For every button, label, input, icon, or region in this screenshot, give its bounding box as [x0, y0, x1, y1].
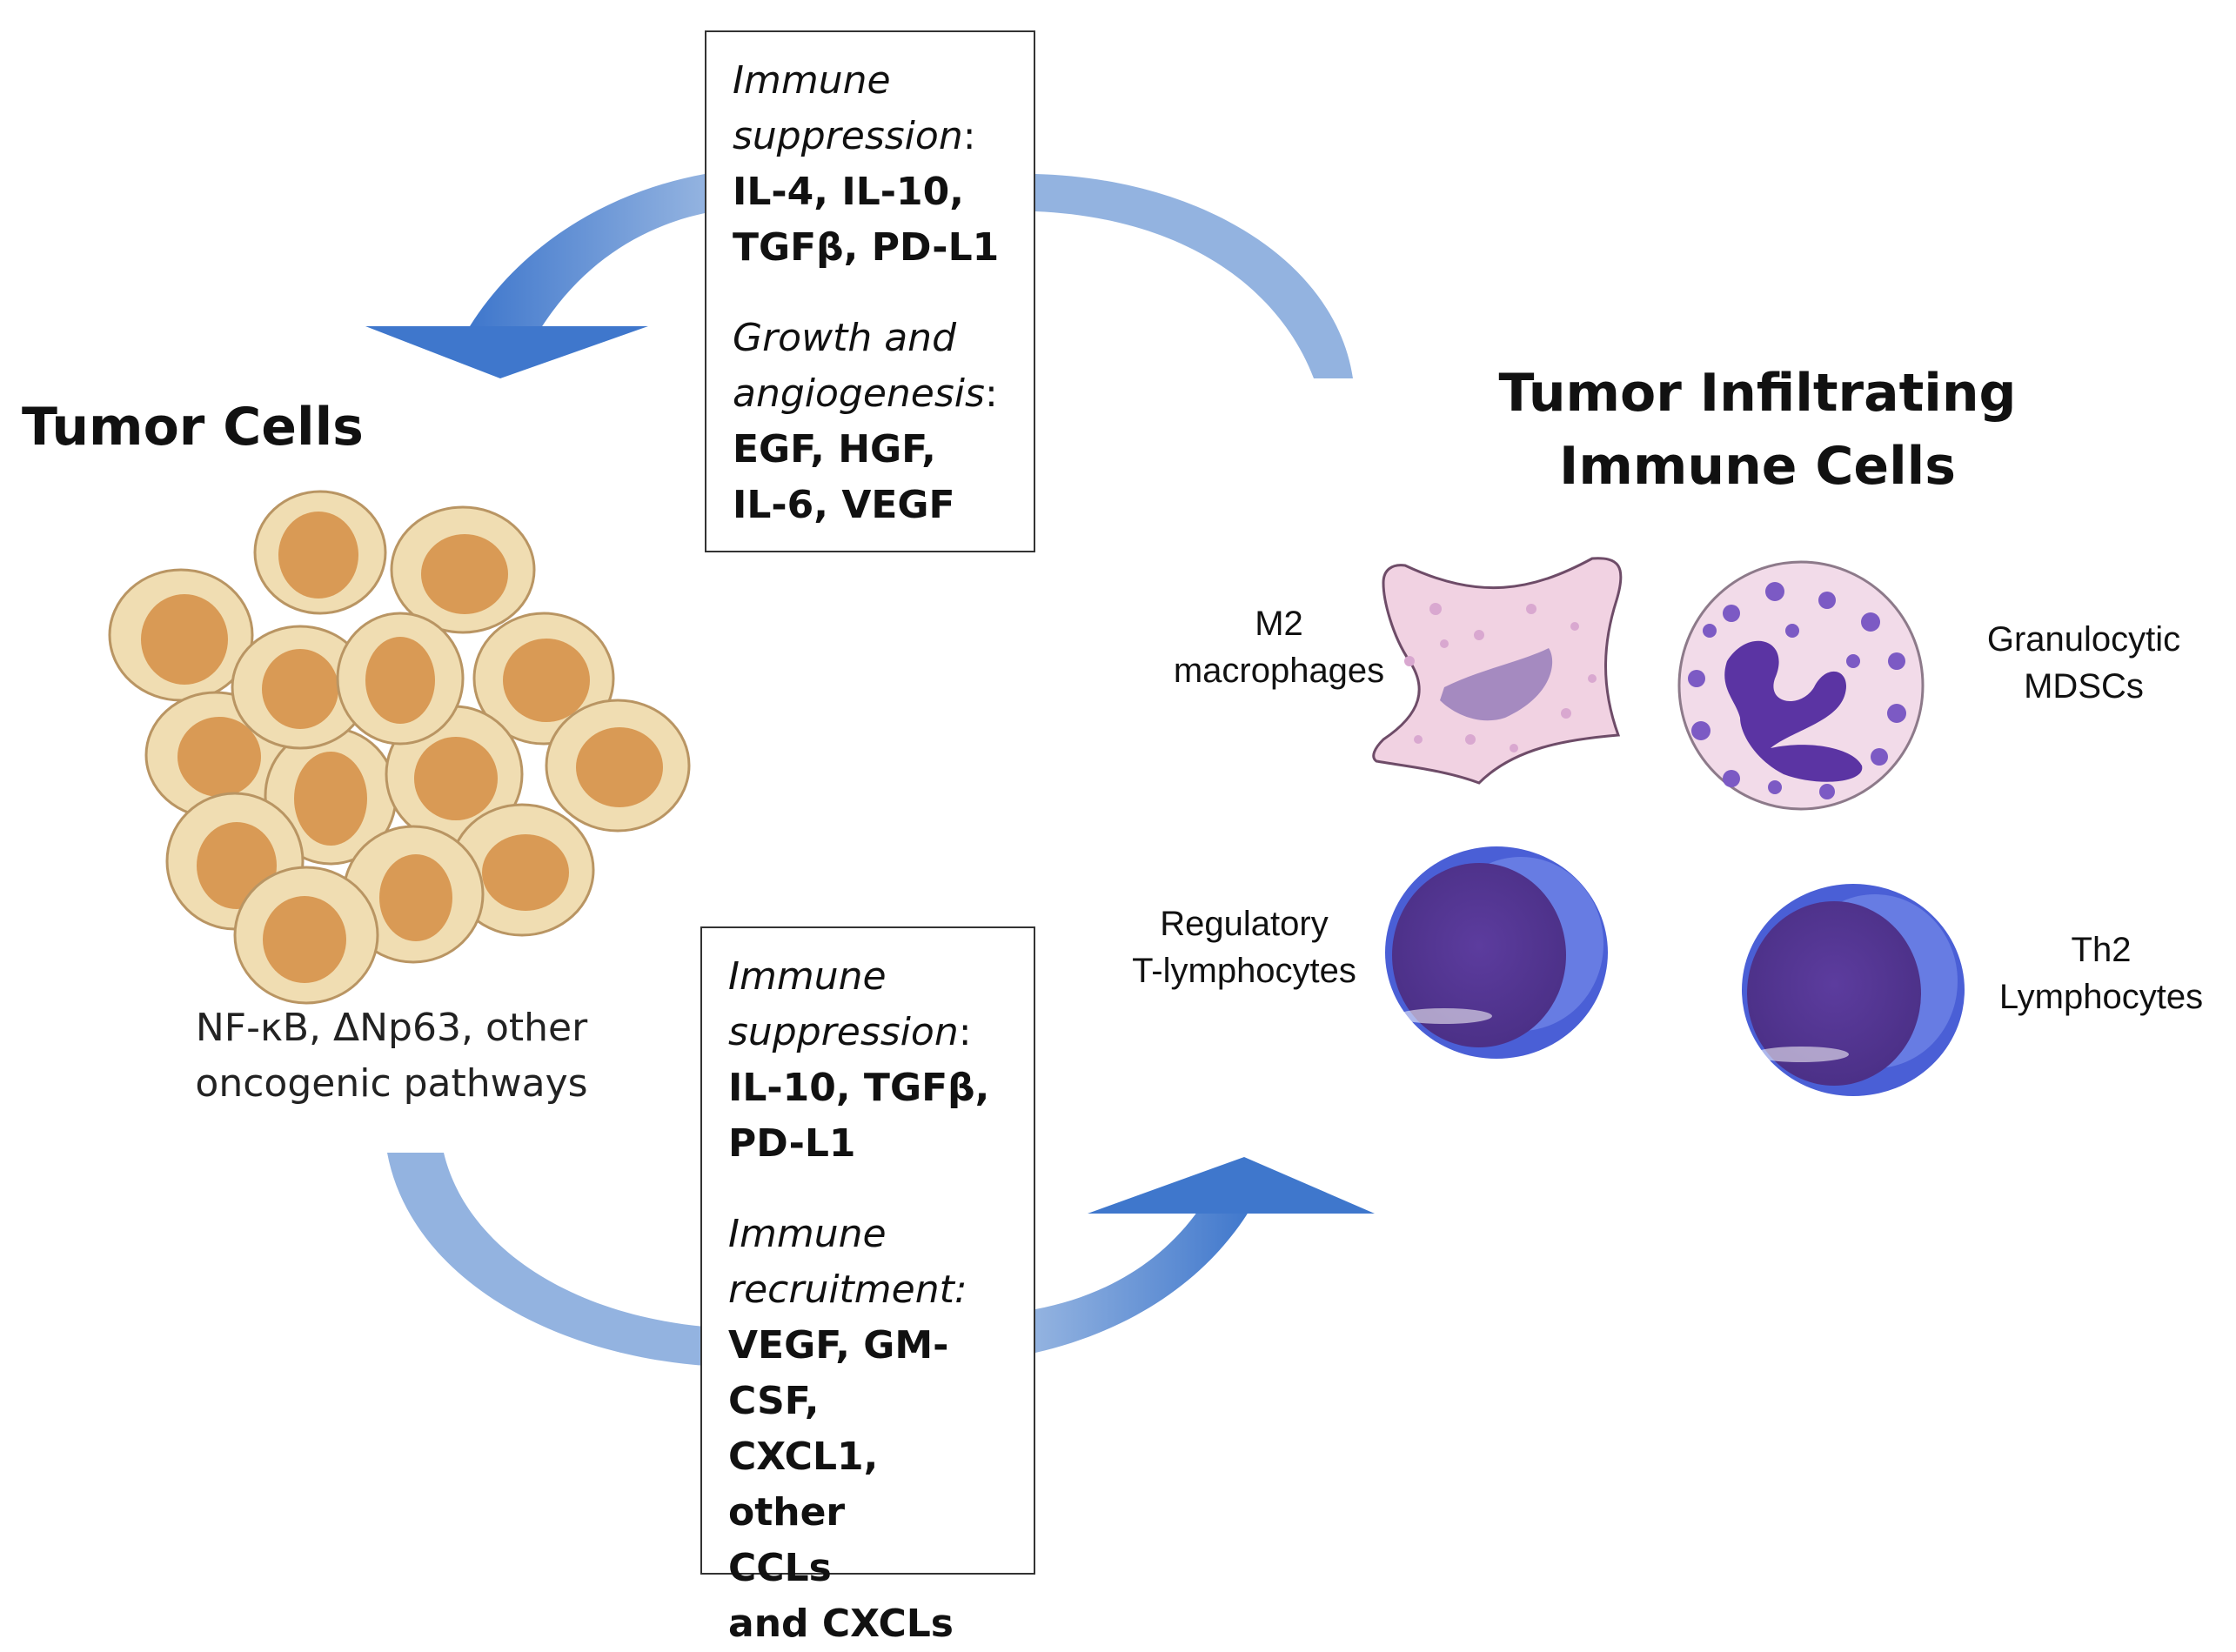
th2-lymphocyte-cell	[1742, 884, 1965, 1096]
regulatory-t-lymphocytes-label: Regulatory T-lymphocytes	[1132, 905, 1356, 990]
top-cycle-arrow	[365, 174, 1353, 378]
tumor-cell	[264, 726, 398, 866]
tumor-cells-title: Tumor Cells	[22, 397, 364, 458]
immune-cells-title-line: Tumor Infiltrating	[1498, 363, 2017, 424]
top-signal-box: Immune suppression: IL-4, IL-10, TGFβ, P…	[705, 30, 1035, 552]
caption-line: oncogenic pathways	[195, 1061, 588, 1106]
m2-macrophages-label: M2 macrophages	[1173, 605, 1385, 690]
tumor-cell-cluster	[108, 490, 691, 1005]
bottom-box-immune-suppression: Immune suppression: IL-10, TGFβ, PD-L1	[728, 949, 1008, 1172]
factor-list: TGFβ, PD-L1	[733, 225, 1000, 270]
tumor-cell	[336, 612, 465, 746]
top-box-immune-suppression: Immune suppression: IL-4, IL-10, TGFβ, P…	[733, 53, 1008, 276]
tumor-cell	[342, 825, 485, 964]
tumor-cell	[233, 866, 379, 1005]
factor-list: IL-4, IL-10,	[733, 170, 964, 214]
factor-list: CCLs	[728, 1546, 832, 1590]
section-title: suppression:	[733, 114, 976, 158]
factor-list: CXCL1, other	[728, 1435, 879, 1535]
granulocytic-mdscs-label: Granulocytic MDSCs	[1986, 620, 2181, 706]
tumor-cell	[108, 568, 254, 702]
oncogenic-pathways-caption: NF-κB, ΔNp63, other oncogenic pathways	[152, 1000, 631, 1112]
factor-list: and CXCLs	[728, 1602, 954, 1646]
section-title: Immune	[733, 58, 891, 103]
section-title: Immune	[728, 954, 887, 999]
bottom-signal-box: Immune suppression: IL-10, TGFβ, PD-L1 I…	[700, 926, 1035, 1646]
bottom-cycle-arrow	[387, 1153, 1375, 1366]
section-title: angiogenesis:	[733, 371, 998, 416]
factor-list: PD-L1	[728, 1121, 856, 1166]
tumor-cell	[545, 699, 691, 833]
factor-list: IL-6, VEGF	[733, 483, 955, 527]
immune-cells-title: Tumor Infiltrating Immune Cells	[1409, 357, 2105, 503]
tumor-cell	[253, 490, 387, 615]
tumor-cell	[231, 625, 370, 750]
tumor-cell	[144, 691, 287, 819]
section-title: suppression:	[728, 1010, 972, 1054]
factor-list: EGF, HGF,	[733, 427, 936, 472]
section-title: recruitment:	[728, 1267, 967, 1312]
factor-list: IL-10, TGFβ,	[728, 1066, 990, 1110]
bottom-box-immune-recruitment: Immune recruitment: VEGF, GM-CSF, CXCL1,…	[728, 1207, 1008, 1652]
section-title: Immune	[728, 1212, 887, 1256]
top-box-growth-angiogenesis: Growth and angiogenesis: EGF, HGF, IL-6,…	[733, 311, 1008, 533]
th2-lymphocytes-label: Th2 Lymphocytes	[1998, 931, 2204, 1016]
factor-list: VEGF, GM-CSF,	[728, 1323, 949, 1423]
immune-cells-title-line: Immune Cells	[1559, 436, 1956, 497]
caption-line: NF-κB, ΔNp63, other	[195, 1006, 588, 1050]
regulatory-t-lymphocyte-cell	[1385, 846, 1608, 1059]
tumor-cell	[385, 705, 524, 844]
section-title: Growth and	[733, 316, 956, 360]
granulocytic-mdsc-cell	[1677, 560, 1925, 811]
tumor-cell	[390, 505, 536, 634]
m2-macrophage-cell	[1372, 557, 1623, 785]
diagram-artwork	[108, 174, 1965, 1366]
